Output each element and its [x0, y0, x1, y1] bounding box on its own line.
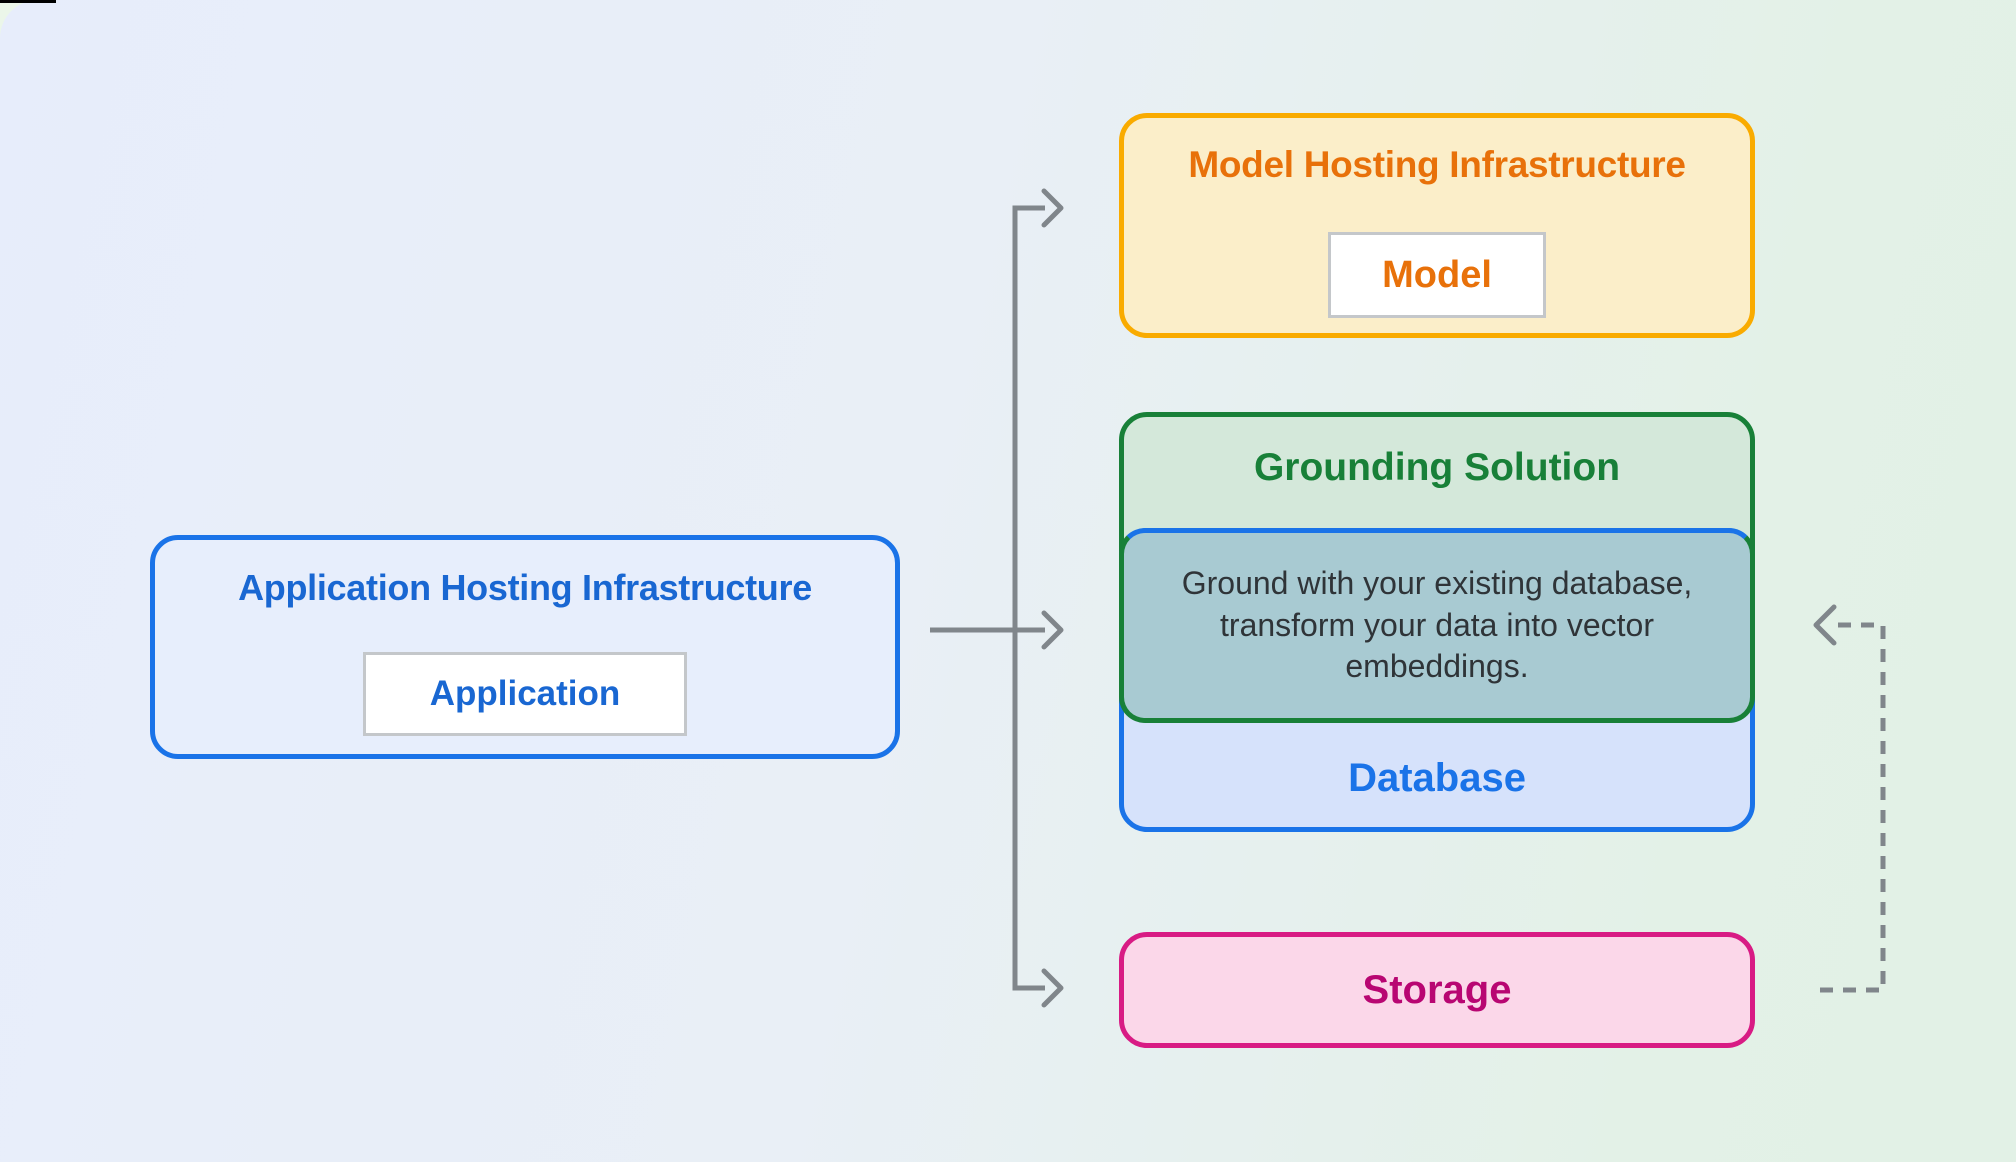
- application-chip-label: Application: [429, 674, 621, 713]
- application-hosting-title: Application Hosting Infrastructure: [238, 567, 812, 608]
- arrow-head-database-icon: [1041, 610, 1064, 650]
- model-chip: Model: [1328, 232, 1546, 318]
- storage-label: Storage: [1362, 967, 1512, 1012]
- model-chip-label: Model: [1382, 253, 1492, 296]
- arrow-head-storage-icon: [1041, 968, 1064, 1008]
- application-hosting-box: Application Hosting Infrastructure Appli…: [150, 535, 900, 759]
- grounding-database-overlap: Ground with your existing database, tran…: [1119, 528, 1755, 723]
- storage-box: Storage: [1119, 932, 1755, 1048]
- grounding-description: Ground with your existing database, tran…: [1181, 565, 1693, 685]
- model-hosting-box: Model Hosting Infrastructure Model: [1119, 113, 1755, 338]
- branch-line: [1012, 205, 1045, 991]
- database-label: Database: [1348, 756, 1526, 800]
- arrow-head-model-icon: [1041, 188, 1064, 228]
- dashed-feedback-arrow: [1813, 604, 1886, 993]
- screen-corner-artifact: [0, 0, 56, 3]
- grounding-solution-title: Grounding Solution: [1253, 446, 1621, 489]
- arrow-head-left-icon: [1813, 604, 1837, 646]
- application-chip: Application: [363, 652, 687, 736]
- model-hosting-title: Model Hosting Infrastructure: [1188, 144, 1686, 185]
- solid-arrow-tree: [930, 188, 1064, 1008]
- dashed-line: [1813, 622, 1886, 993]
